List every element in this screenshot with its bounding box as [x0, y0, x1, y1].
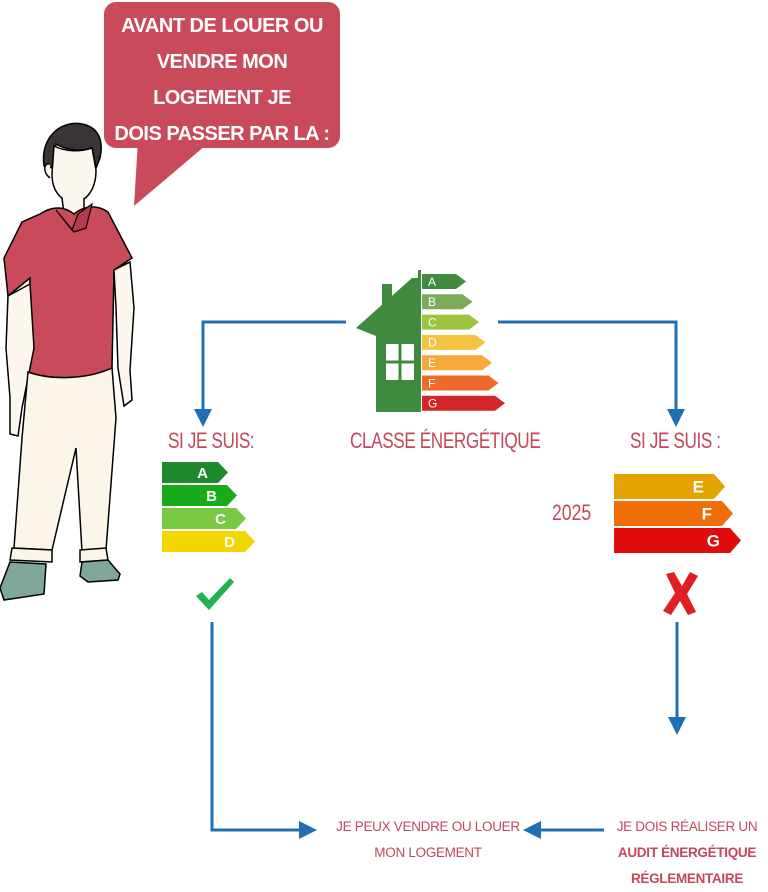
- speech-bubble: [104, 2, 340, 148]
- rating-bar-e: [614, 474, 725, 499]
- rating-letter-b: B: [206, 488, 217, 505]
- outcome-allowed-line-2: MON LOGEMENT: [374, 845, 482, 860]
- rating-bar-b: [422, 294, 473, 310]
- person-illustration: [0, 122, 135, 601]
- rating-letter-a: A: [428, 275, 436, 289]
- rating-letter-f: F: [428, 376, 435, 390]
- bubble-line-2: VENDRE MON LOGEMENT JE: [153, 51, 291, 109]
- rating-letter-d: D: [428, 336, 437, 350]
- rating-letter-e: E: [428, 356, 436, 370]
- rating-bar-d: [162, 531, 255, 552]
- house-window-icon: [386, 344, 414, 380]
- bubble-line-3: DOIS PASSER PAR LA :: [114, 123, 330, 145]
- check-icon: [196, 578, 234, 610]
- rating-letter-c: C: [428, 315, 437, 329]
- rating-bar-b: [162, 485, 237, 506]
- outcome-audit-line-1: JE DOIS RÉALISER UN: [616, 819, 758, 834]
- rating-bar-g: [422, 395, 505, 411]
- year-label: 2025: [552, 500, 592, 525]
- rating-bar-c: [162, 508, 246, 529]
- outcome-audit: JE DOIS RÉALISER UN AUDIT ÉNERGÉTIQUE RÉ…: [612, 814, 762, 892]
- speech-bubble-text: AVANT DE LOUER OU VENDRE MON LOGEMENT JE…: [104, 8, 340, 152]
- bubble-line-1: AVANT DE LOUER OU: [121, 15, 323, 37]
- rating-letter-a: A: [197, 465, 208, 482]
- rating-letter-g: G: [428, 397, 437, 411]
- energy-class-label: CLASSE ÉNERGÉTIQUE: [350, 428, 541, 453]
- rating-bar-e: [422, 355, 492, 371]
- rating-letter-e: E: [693, 478, 704, 497]
- rating-letter-c: C: [215, 511, 226, 528]
- rating-bar-a: [162, 462, 228, 483]
- rating-bar-d: [422, 334, 486, 350]
- rating-bar-a: [422, 274, 466, 289]
- outcome-allowed-line-1: JE PEUX VENDRE OU LOUER: [336, 819, 520, 834]
- cross-icon: [663, 572, 698, 615]
- rating-letter-g: G: [707, 532, 720, 551]
- rating-bar-f: [614, 501, 733, 526]
- speech-bubble-tail: [134, 140, 212, 206]
- left-branch-title: SI JE SUIS:: [168, 428, 255, 453]
- outcome-audit-line-2: AUDIT ÉNERGÉTIQUE: [617, 845, 757, 860]
- rating-bar-c: [422, 314, 479, 330]
- rating-letter-b: B: [428, 295, 436, 309]
- right-branch-title: SI JE SUIS :: [630, 428, 721, 453]
- rating-letter-d: D: [224, 534, 235, 551]
- rating-bar-g: [614, 528, 741, 553]
- right-rating-scale: EFG: [614, 474, 741, 553]
- outcome-allowed: JE PEUX VENDRE OU LOUER MON LOGEMENT: [318, 814, 538, 866]
- rating-bar-f: [422, 375, 499, 391]
- outcome-audit-line-3: RÉGLEMENTAIRE: [630, 871, 744, 886]
- rating-letter-f: F: [702, 505, 712, 524]
